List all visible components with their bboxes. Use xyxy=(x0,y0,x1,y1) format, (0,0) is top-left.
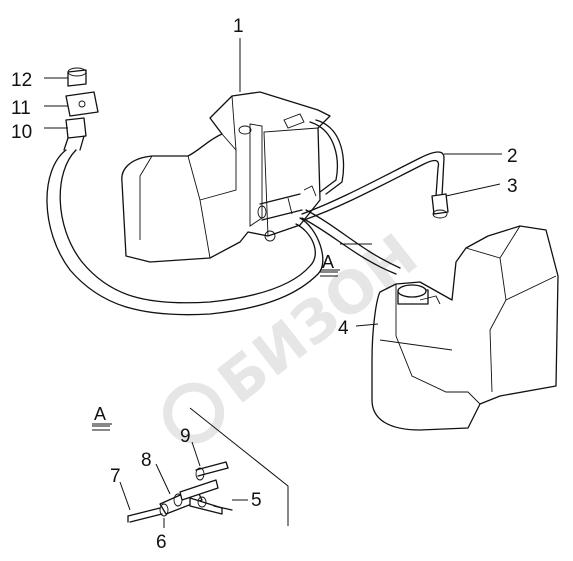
section-mark-label: A xyxy=(322,252,334,272)
callout-6: 6 xyxy=(156,532,167,553)
hose-connector xyxy=(431,193,449,219)
callout-5: 5 xyxy=(251,490,262,511)
callout-8: 8 xyxy=(141,450,152,471)
callout-12: 12 xyxy=(11,70,32,91)
section-mark-a-bottom: A xyxy=(92,404,110,431)
callout-3: 3 xyxy=(507,176,518,197)
callout-7: 7 xyxy=(110,466,121,487)
callout-4: 4 xyxy=(338,318,349,339)
hoses xyxy=(46,119,445,316)
leader-lines xyxy=(44,38,502,528)
watermark-logo-circle xyxy=(163,382,225,444)
section-mark-a-top: A xyxy=(320,252,338,277)
callout-2: 2 xyxy=(507,146,518,167)
callout-10: 10 xyxy=(11,122,32,143)
lower-reservoir xyxy=(371,225,559,431)
upper-washer-tank xyxy=(121,91,331,263)
watermark: БИЗОН xyxy=(163,221,430,444)
nozzle-assembly xyxy=(63,67,99,151)
callout-1: 1 xyxy=(233,16,244,37)
t-connector-inset xyxy=(127,461,233,523)
section-mark-label: A xyxy=(94,404,106,424)
callout-9: 9 xyxy=(180,426,191,447)
callout-11: 11 xyxy=(11,98,31,119)
